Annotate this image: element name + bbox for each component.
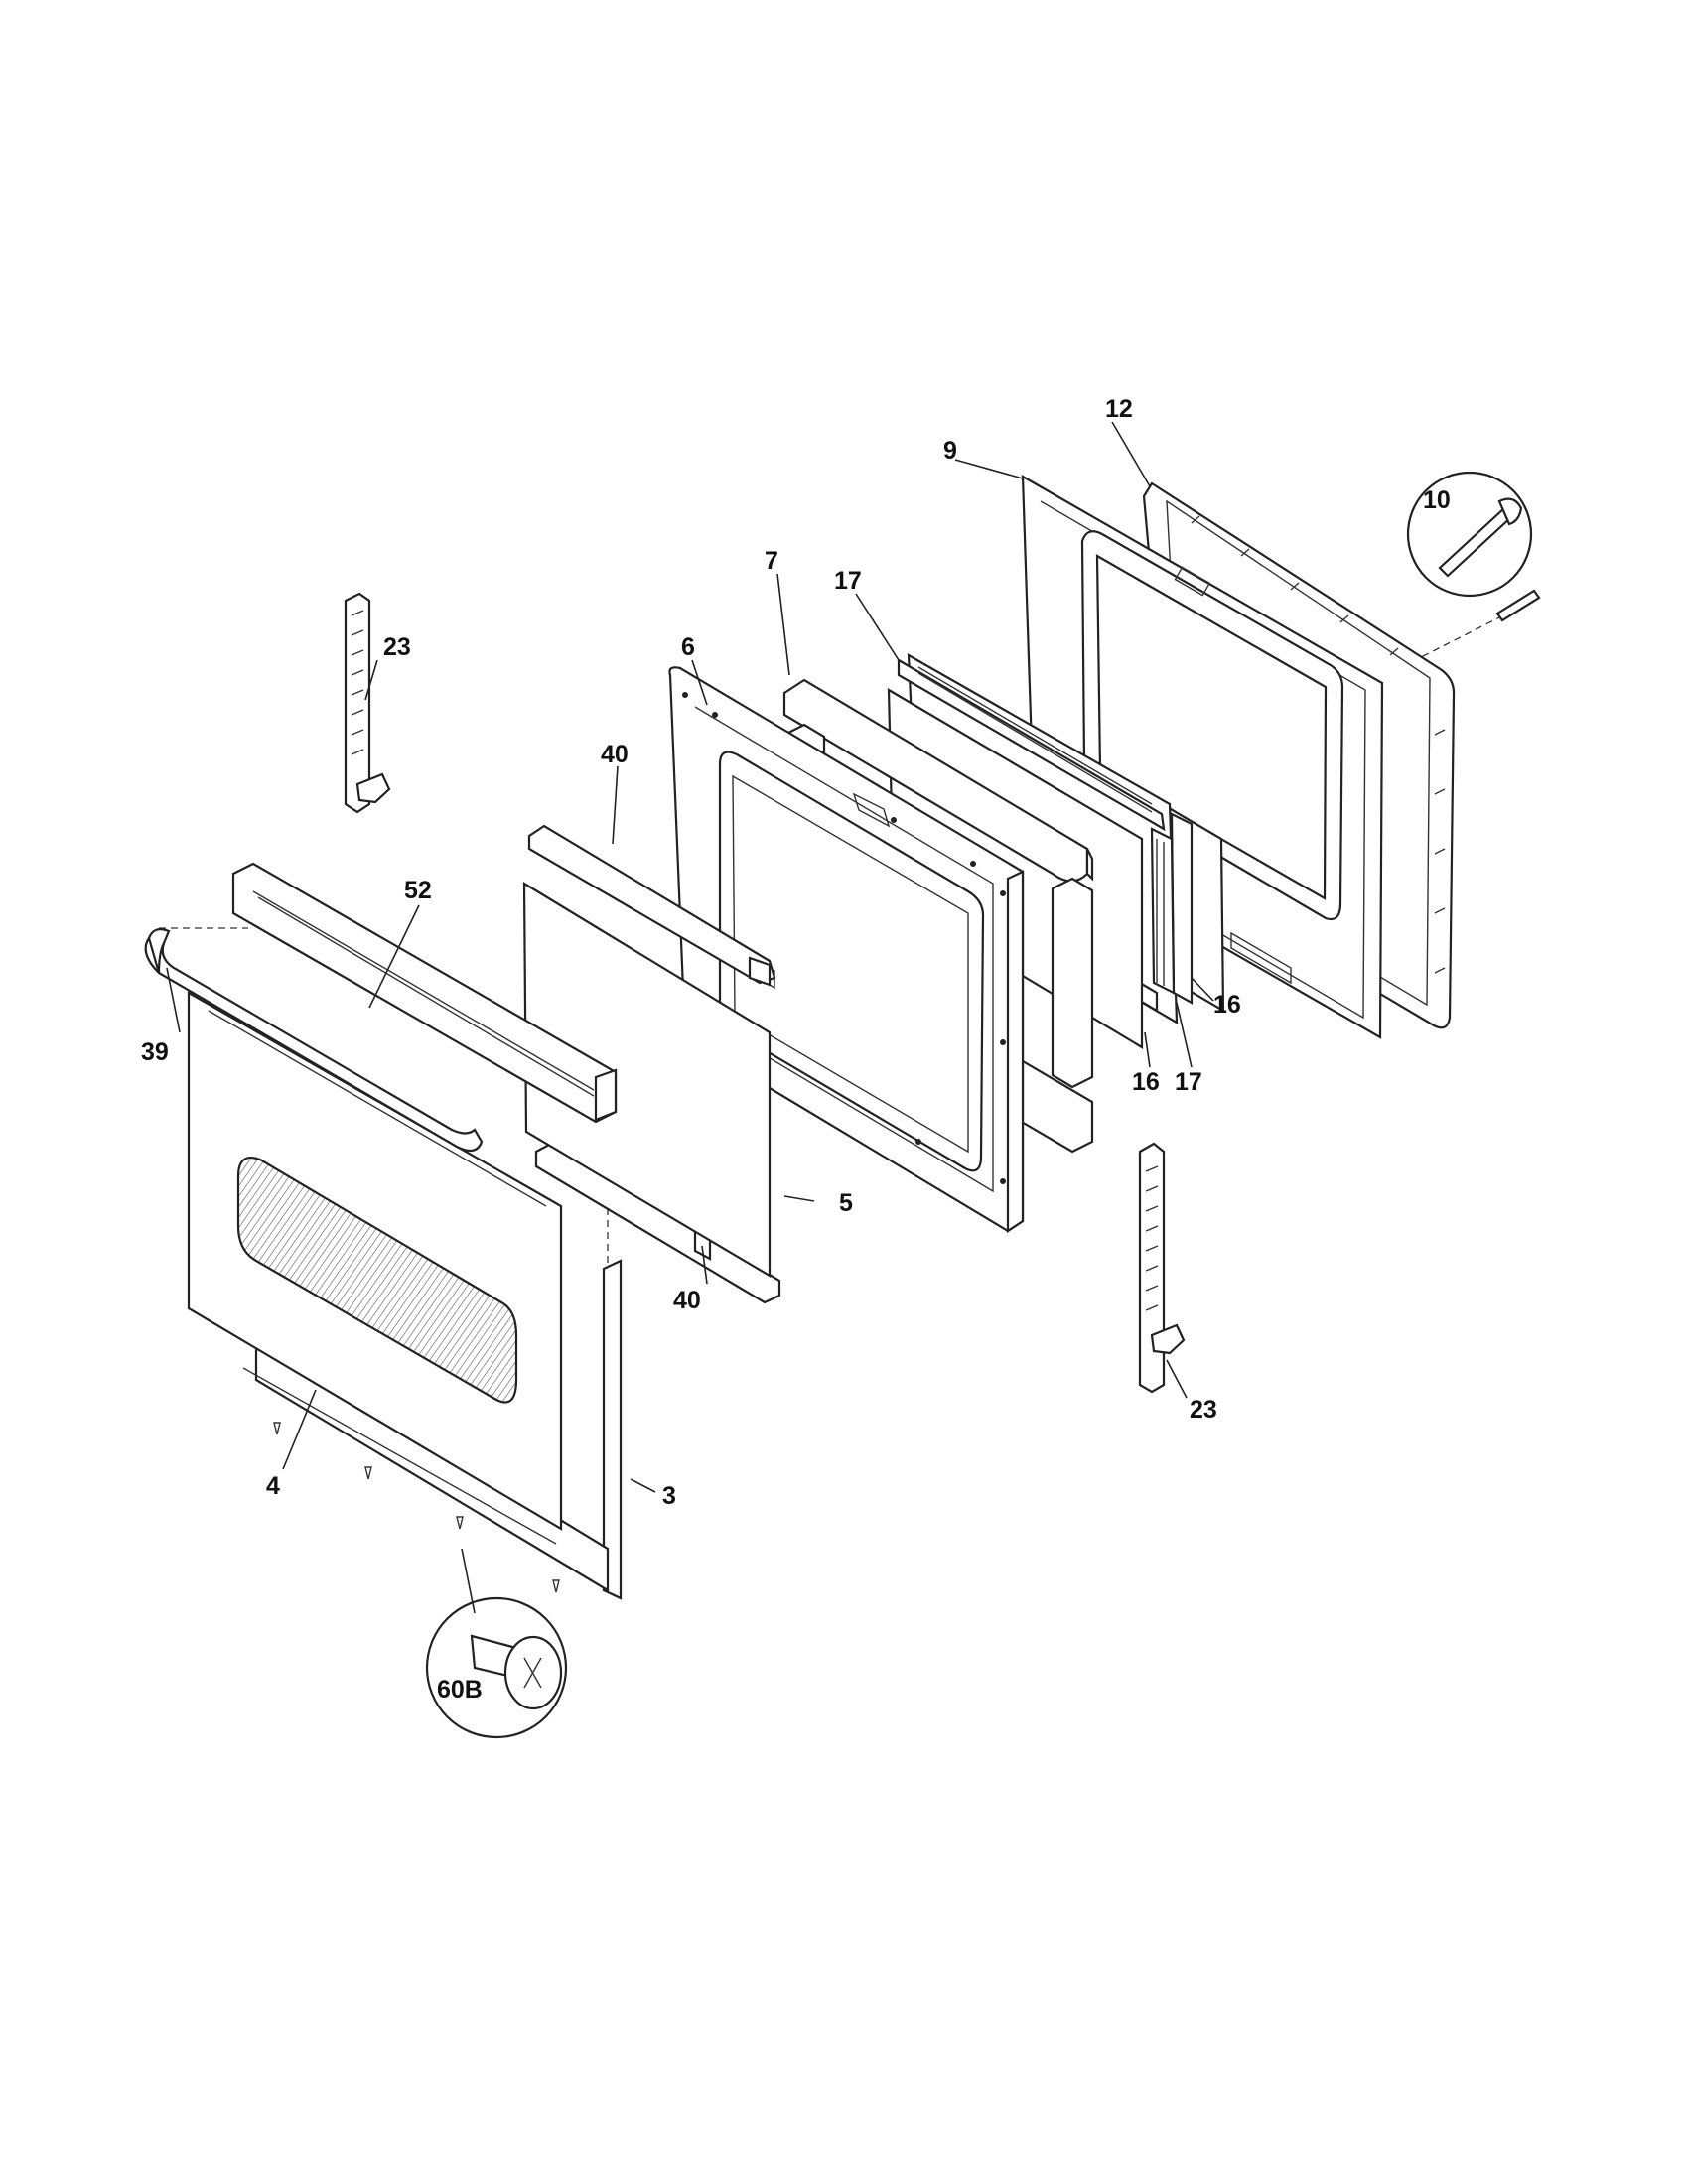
callout-16-right: 16	[1213, 991, 1241, 1019]
callout-23-right: 23	[1190, 1396, 1217, 1424]
door-bottom-screws	[273, 1422, 560, 1593]
callout-40-lower: 40	[673, 1287, 701, 1314]
outer-door-panel-4	[187, 991, 563, 1545]
callout-17-top: 17	[834, 567, 862, 595]
callout-9: 9	[943, 437, 957, 465]
screw-inset-60b	[425, 1548, 568, 1739]
callout-60b: 60B	[437, 1676, 483, 1704]
door-hinge-23-right	[1138, 1142, 1186, 1394]
callout-10: 10	[1423, 486, 1451, 514]
callout-39: 39	[141, 1038, 169, 1066]
inner-door-frame-6	[668, 666, 1025, 1234]
callout-52: 52	[404, 877, 432, 904]
callout-4: 4	[266, 1472, 280, 1500]
leader-lines	[166, 421, 1214, 1493]
callout-labels: 12 9 10 7 17 6 23 40 52 16 39 16 17 5 40…	[141, 395, 1451, 1704]
inner-door-liner-9	[1021, 475, 1384, 1039]
callout-7: 7	[765, 547, 778, 575]
door-top-trim-52	[231, 862, 618, 1124]
callout-16-bottom: 16	[1132, 1068, 1160, 1096]
glass-channel-40-upper	[527, 824, 776, 987]
hinge-pin-inset-10	[1406, 471, 1541, 622]
door-handle-39	[144, 928, 484, 1153]
callout-5: 5	[839, 1189, 853, 1217]
callout-3: 3	[662, 1482, 676, 1510]
door-hinge-23-left	[344, 592, 391, 814]
callout-12: 12	[1105, 395, 1133, 423]
callout-6: 6	[681, 633, 695, 661]
callout-23-left: 23	[383, 633, 411, 661]
callout-17-bottom: 17	[1175, 1068, 1202, 1096]
callout-40-upper: 40	[601, 741, 629, 768]
